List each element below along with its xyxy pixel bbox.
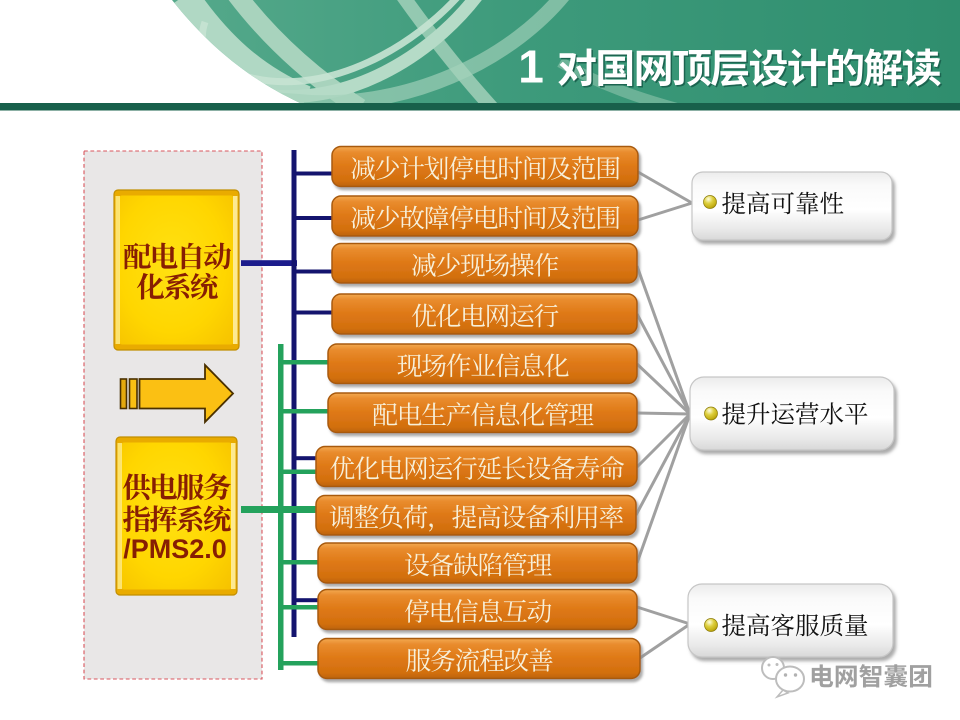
svg-text:/PMS2.0: /PMS2.0 xyxy=(123,534,227,564)
svg-text:1: 1 xyxy=(518,41,544,93)
